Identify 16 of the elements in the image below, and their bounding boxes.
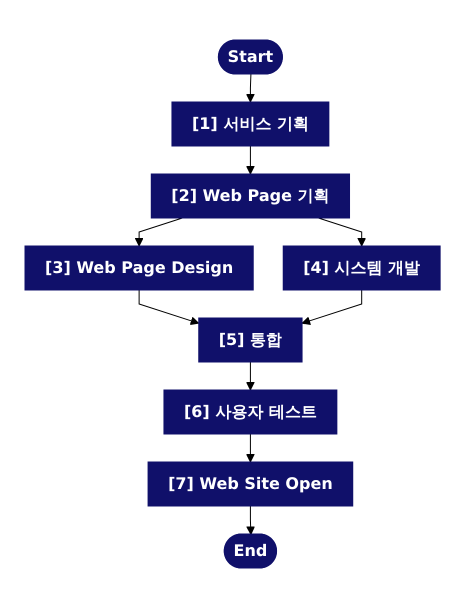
node-box: [5] 통합 [198, 317, 303, 362]
arrow [318, 217, 366, 246]
arrow [246, 361, 256, 390]
node-box: [1] 서비스 기획 [172, 101, 330, 146]
node-box: [3] Web Page Design [24, 245, 254, 290]
node-box: [6] 사용자 테스트 [164, 389, 338, 434]
arrow [246, 433, 256, 462]
node-box: [7] Web Site Open [148, 461, 354, 506]
arrow [246, 505, 256, 534]
node-box: [4] 시스템 개발 [283, 245, 442, 290]
node-box: [2] Web Page 기획 [151, 173, 350, 218]
arrow [135, 217, 184, 246]
arrow [246, 74, 256, 102]
arrow [246, 145, 256, 174]
arrow [302, 289, 363, 325]
arrow [139, 289, 200, 325]
